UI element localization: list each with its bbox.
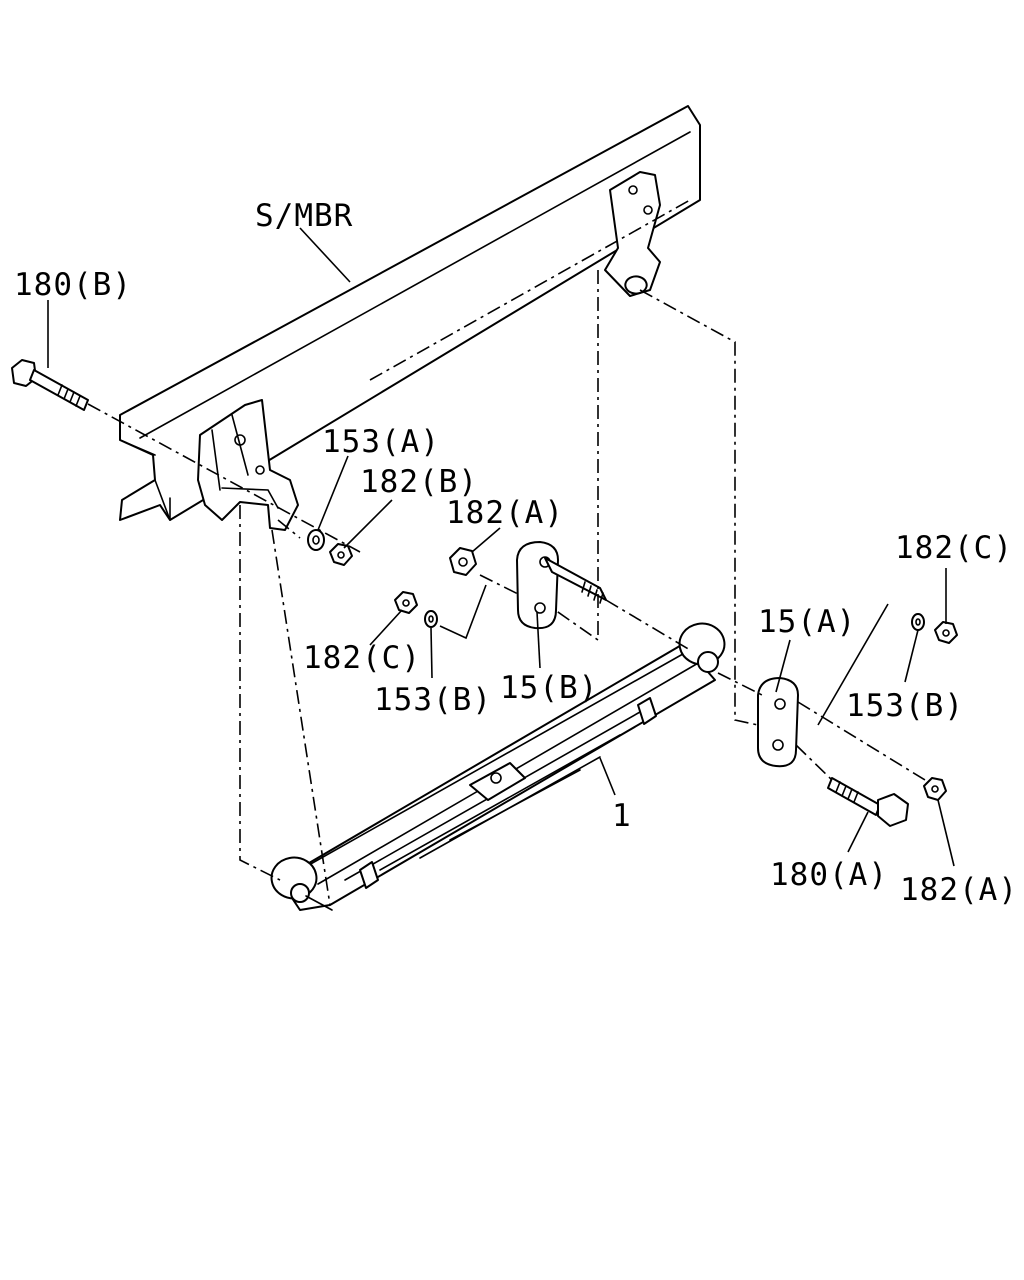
label-nut-182a-upper: 182(A) bbox=[446, 495, 564, 531]
nut-182b bbox=[329, 543, 353, 566]
label-nut-182a-lower: 182(A) bbox=[900, 872, 1018, 908]
washer-153b-left bbox=[424, 610, 438, 628]
bolt-180b bbox=[11, 359, 89, 411]
label-washer-153a: 153(A) bbox=[322, 424, 440, 460]
label-side-member: S/MBR bbox=[255, 198, 353, 234]
rear-shackle-bracket bbox=[604, 171, 661, 297]
label-plate-15a: 15(A) bbox=[758, 604, 856, 640]
nut-182a-upper bbox=[449, 547, 477, 576]
label-leaf-spring: 1 bbox=[612, 798, 632, 834]
side-member-frame-rail bbox=[119, 105, 701, 521]
front-hanger-bracket bbox=[197, 399, 299, 531]
nut-182a-lower bbox=[923, 777, 947, 801]
label-nut-182c-left: 182(C) bbox=[303, 640, 421, 676]
label-washer-153b-right: 153(B) bbox=[846, 688, 964, 724]
nut-182c-right bbox=[934, 621, 958, 644]
shackle-plate-15b bbox=[516, 541, 607, 630]
label-washer-153b-left: 153(B) bbox=[374, 682, 492, 718]
leaf-spring bbox=[270, 622, 726, 911]
washer-153b-right bbox=[911, 613, 925, 631]
assembly-lines bbox=[87, 199, 926, 906]
bolt-180a bbox=[827, 777, 909, 827]
label-bolt-180b: 180(B) bbox=[14, 267, 132, 303]
nut-182c-left bbox=[394, 591, 418, 614]
label-plate-15b: 15(B) bbox=[500, 670, 598, 706]
label-nut-182c-right: 182(C) bbox=[895, 530, 1013, 566]
shackle-plate-15a bbox=[757, 677, 799, 768]
washer-153a bbox=[307, 529, 325, 551]
callout-labels: S/MBR 180(B) 153(A) 182(B) 182(A) 182(C)… bbox=[14, 198, 1018, 908]
leader-lines bbox=[47, 227, 955, 867]
label-nut-182b: 182(B) bbox=[360, 464, 478, 500]
label-bolt-180a: 180(A) bbox=[770, 857, 888, 893]
